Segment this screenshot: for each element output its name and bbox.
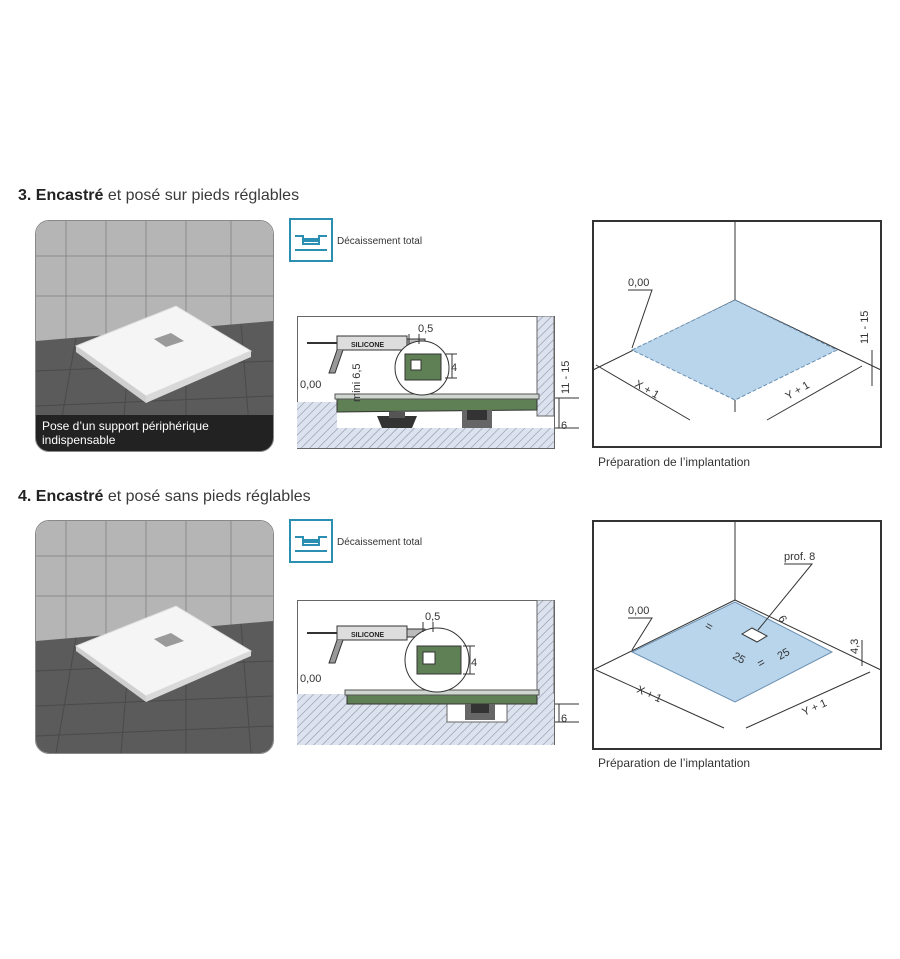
section-3-cross-section: SILICONE 0,5 4 mini 6,5 0,00 11 - 15 6 bbox=[297, 315, 579, 450]
section-3-recess-icon bbox=[289, 218, 333, 262]
section-4-dim-zero: 0,00 bbox=[300, 673, 321, 685]
section-4-plan-caption: Préparation de l’implantation bbox=[598, 756, 751, 770]
section-3-title-number: 3. bbox=[18, 187, 32, 204]
section-4-scene-drawing bbox=[36, 521, 273, 753]
section-3-dim-top: 0,5 bbox=[418, 323, 433, 335]
section-4-plan-six: 6 bbox=[775, 614, 788, 625]
section-3-plan-zero: 0,00 bbox=[628, 277, 649, 289]
section-3-plan-height: 11 - 15 bbox=[859, 311, 871, 344]
section-4-plan: prof. 8 6 = = 25 25 0,00 X + 1 Y + 1 4,3 bbox=[592, 520, 882, 750]
section-3-badge-line-2: indispensable bbox=[42, 433, 116, 447]
section-4-dim-side: 4 bbox=[471, 657, 477, 669]
section-4-title-bold: Encastré bbox=[35, 488, 104, 505]
section-3-scene: Pose d’un support périphérique indispens… bbox=[35, 220, 274, 452]
section-3-plan-caption: Préparation de l’implantation bbox=[598, 455, 751, 469]
section-4-dim-right-small: 6 bbox=[561, 713, 567, 725]
section-3-dim-side: 4 bbox=[451, 362, 457, 374]
section-3-title-bold: Encastré bbox=[35, 187, 104, 204]
section-3-dim-mini: mini 6,5 bbox=[351, 363, 363, 402]
section-4-plan-height: 4,3 bbox=[849, 639, 861, 654]
section-4-plan-zero: 0,00 bbox=[628, 605, 649, 617]
section-3-icon-label: Décaissement total bbox=[337, 236, 423, 247]
section-4-cross-section: SILICONE 0,5 4 0,00 6 bbox=[297, 599, 579, 746]
section-3-badge-line-1: Pose d’un support périphérique bbox=[42, 419, 209, 433]
section-3-title: 3. Encastré et posé sur pieds réglables bbox=[18, 187, 299, 205]
section-4-icon-label: Décaissement total bbox=[337, 537, 423, 548]
section-3-scene-badge: Pose d’un support périphérique indispens… bbox=[36, 415, 273, 451]
section-3-gun-label: SILICONE bbox=[351, 342, 384, 349]
section-3-title-rest: et posé sur pieds réglables bbox=[107, 187, 300, 204]
section-4-plan-prof: prof. 8 bbox=[784, 551, 815, 563]
section-4-dim-top: 0,5 bbox=[425, 611, 440, 623]
section-3-dim-right-small: 6 bbox=[561, 420, 567, 432]
section-3-plan: 0,00 X + 1 Y + 1 11 - 15 bbox=[592, 220, 882, 448]
section-3-dim-right-tall: 11 - 15 bbox=[560, 361, 572, 394]
section-4-recess-icon bbox=[289, 519, 333, 563]
section-4-scene bbox=[35, 520, 274, 754]
section-4-plan-25a: 25 bbox=[731, 650, 748, 667]
section-4-plan-25b: 25 bbox=[776, 646, 793, 663]
section-3-dim-zero: 0,00 bbox=[300, 379, 321, 391]
section-4-title-rest: et posé sans pieds réglables bbox=[107, 488, 311, 505]
section-4-title: 4. Encastré et posé sans pieds réglables bbox=[18, 488, 311, 506]
section-4-title-number: 4. bbox=[18, 488, 32, 505]
section-4-gun-label: SILICONE bbox=[351, 632, 384, 639]
